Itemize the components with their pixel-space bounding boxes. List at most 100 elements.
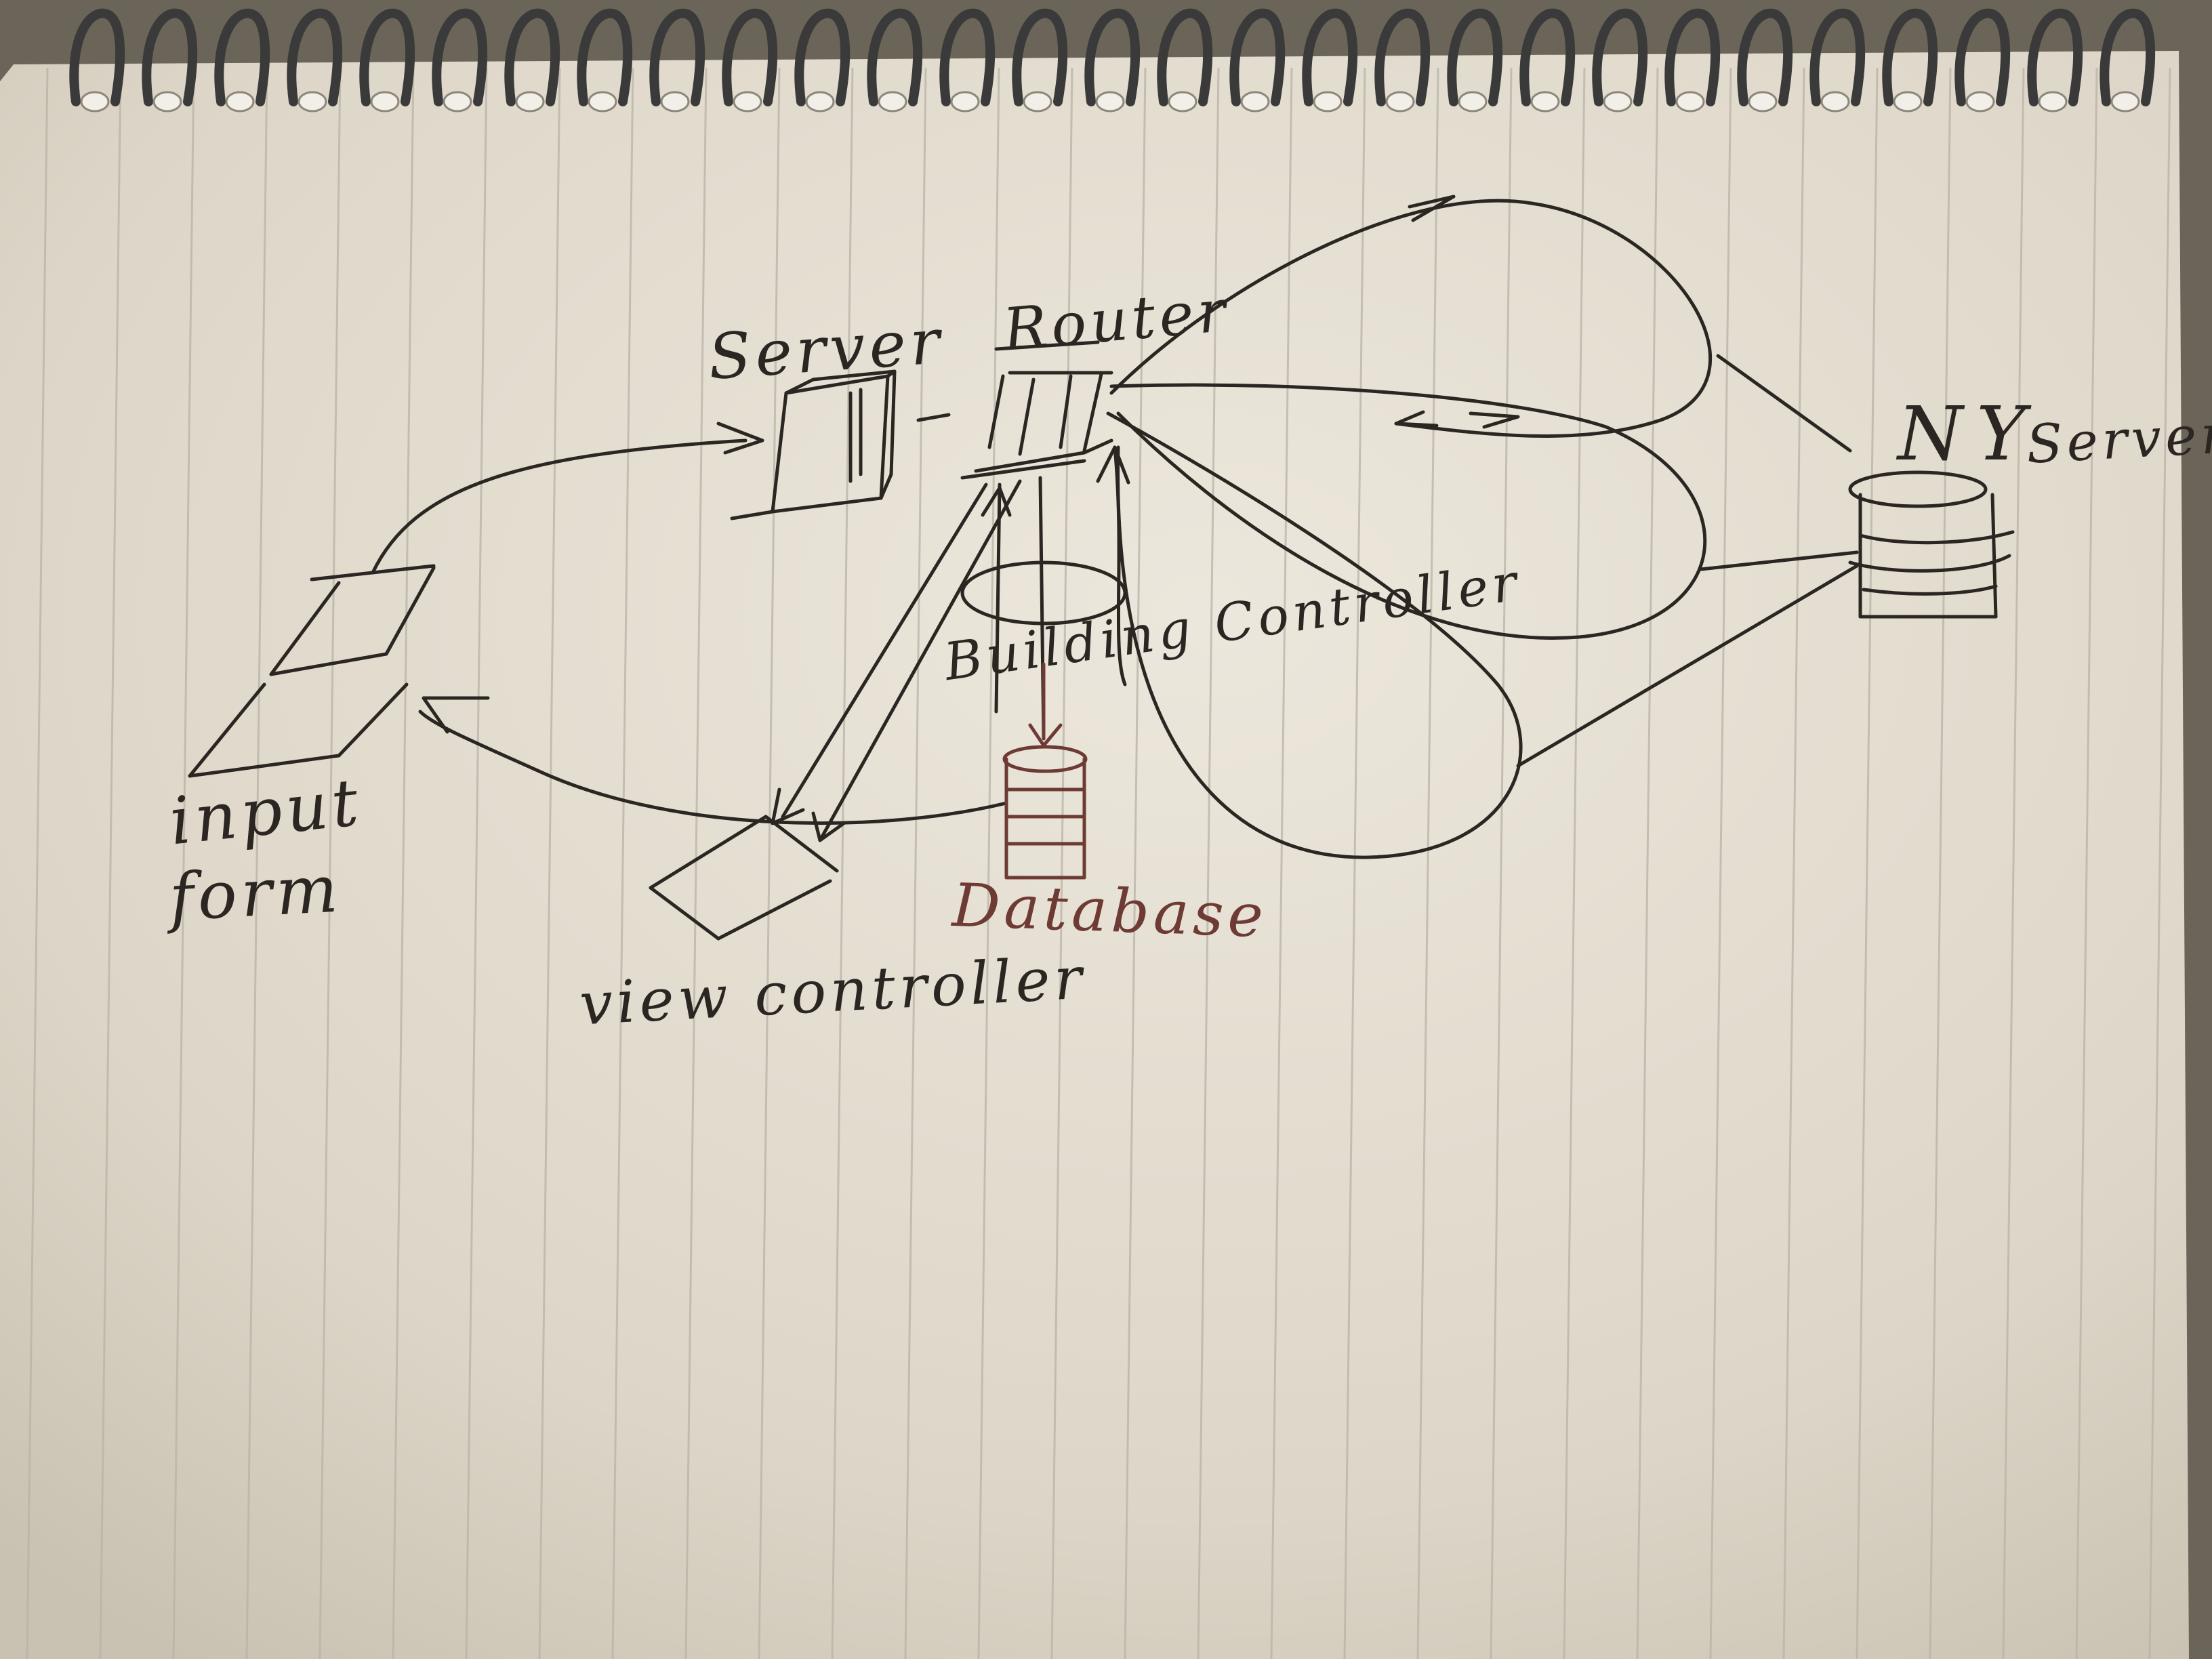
- loop-return-arrow: [1394, 410, 1439, 428]
- rule-line: [611, 67, 634, 1659]
- spiral-hole: [805, 91, 835, 112]
- spiral-ring: [287, 8, 343, 106]
- spiral-ring: [1592, 8, 1648, 106]
- spiral-ring: [867, 8, 923, 106]
- spiral-hole: [878, 91, 907, 112]
- spiral-ring: [1447, 8, 1503, 106]
- spiral-ring: [794, 8, 851, 106]
- edge-loop2-ny: [1699, 550, 1859, 571]
- rule-line: [904, 67, 927, 1659]
- spiral-hole: [1385, 91, 1415, 112]
- spiral-ring: [1737, 8, 1793, 106]
- rule-line: [172, 67, 195, 1659]
- ny-server-icon: [1848, 470, 2015, 619]
- spiral-hole: [660, 91, 690, 112]
- rule-lines: [26, 67, 2171, 1659]
- ny-label: NY: [1898, 390, 2039, 477]
- spiral-ring: [1882, 8, 1938, 106]
- rule-line: [319, 67, 342, 1659]
- spiral-ring: [1954, 8, 2011, 106]
- database-icon: [1002, 745, 1088, 880]
- spiral-hole: [443, 91, 472, 112]
- spiral-hole: [950, 91, 980, 112]
- rule-line: [758, 67, 781, 1659]
- loop-arrowhead-mid: [1469, 411, 1520, 429]
- rule-line: [538, 67, 561, 1659]
- loop-arrowhead-top: [1408, 194, 1456, 222]
- rule-line: [1636, 67, 1659, 1659]
- spiral-ring: [69, 8, 125, 106]
- input-form-label-line2: form: [167, 851, 344, 936]
- database-label: Database: [951, 869, 1269, 951]
- spiral-hole: [1023, 91, 1052, 112]
- spiral-ring: [649, 8, 705, 106]
- spiral-hole: [1965, 91, 1995, 112]
- spiral-ring: [2027, 8, 2083, 106]
- rule-line: [1197, 67, 1220, 1659]
- edge-input-server: [371, 438, 747, 575]
- spiral-hole: [1240, 91, 1270, 112]
- spiral-ring: [142, 8, 198, 106]
- spiral-hole: [2038, 91, 2068, 112]
- spiral-ring: [1302, 8, 1358, 106]
- spiral-hole: [1603, 91, 1633, 112]
- spiral-hole: [588, 91, 617, 112]
- rule-line: [1050, 67, 1073, 1659]
- spiral-ring: [1374, 8, 1431, 106]
- spiral-ring: [432, 8, 488, 106]
- spiral-hole: [1893, 91, 1923, 112]
- rule-line: [1343, 67, 1366, 1659]
- edge-router-view-1: [781, 483, 988, 819]
- spiral-ring: [504, 8, 560, 106]
- server-left-label: Server: [705, 304, 947, 394]
- router-petal-loops: [1106, 199, 1713, 859]
- spiral-hole: [370, 91, 400, 112]
- spiral-hole: [1748, 91, 1778, 112]
- edge-router-right-arrow: [1113, 445, 1127, 687]
- spiral-hole: [2110, 91, 2140, 112]
- rule-line: [245, 67, 268, 1659]
- arrowhead-database-input: [422, 696, 490, 734]
- spiral-hole: [152, 91, 182, 112]
- spiral-hole: [1458, 91, 1488, 112]
- spiral-ring: [1809, 8, 1866, 106]
- spiral-ring: [1012, 8, 1068, 106]
- spiral-hole: [1095, 91, 1125, 112]
- spiral-ring: [2100, 8, 2156, 106]
- rule-line: [2148, 67, 2171, 1659]
- rule-line: [1490, 67, 1513, 1659]
- server-left-icon: [730, 369, 897, 520]
- rule-line: [465, 67, 488, 1659]
- rule-line: [2075, 67, 2098, 1659]
- spiral-ring: [577, 8, 633, 106]
- arrowhead-input-server: [716, 422, 764, 455]
- rule-line: [1782, 67, 1805, 1659]
- rule-line: [684, 67, 708, 1659]
- rule-line: [1124, 67, 1147, 1659]
- edge-loop3-ny: [1516, 564, 1859, 768]
- spiral-hole: [225, 91, 255, 112]
- spiral-hole: [1820, 91, 1850, 112]
- rule-line: [831, 67, 854, 1659]
- spiral-ring: [722, 8, 778, 106]
- rule-line: [1270, 67, 1293, 1659]
- rule-line: [99, 67, 122, 1659]
- input-form-icon: [188, 564, 436, 778]
- rule-line: [26, 67, 49, 1659]
- spiral-hole: [515, 91, 545, 112]
- view-controller-icon: [649, 815, 839, 941]
- rule-line: [1856, 67, 1879, 1659]
- rule-line: [392, 67, 415, 1659]
- edge-loop1-ny: [1716, 354, 1852, 453]
- rule-line: [1709, 67, 1732, 1659]
- spiral-binding: [69, 8, 2156, 112]
- spiral-ring: [1664, 8, 1721, 106]
- spiral-ring: [214, 8, 270, 106]
- spiral-ring: [1084, 8, 1141, 106]
- router-icon: [960, 371, 1113, 480]
- spiral-ring: [1519, 8, 1576, 106]
- server-right-label: Server: [2024, 404, 2212, 476]
- spiral-hole: [1168, 91, 1197, 112]
- rule-line: [2002, 67, 2025, 1659]
